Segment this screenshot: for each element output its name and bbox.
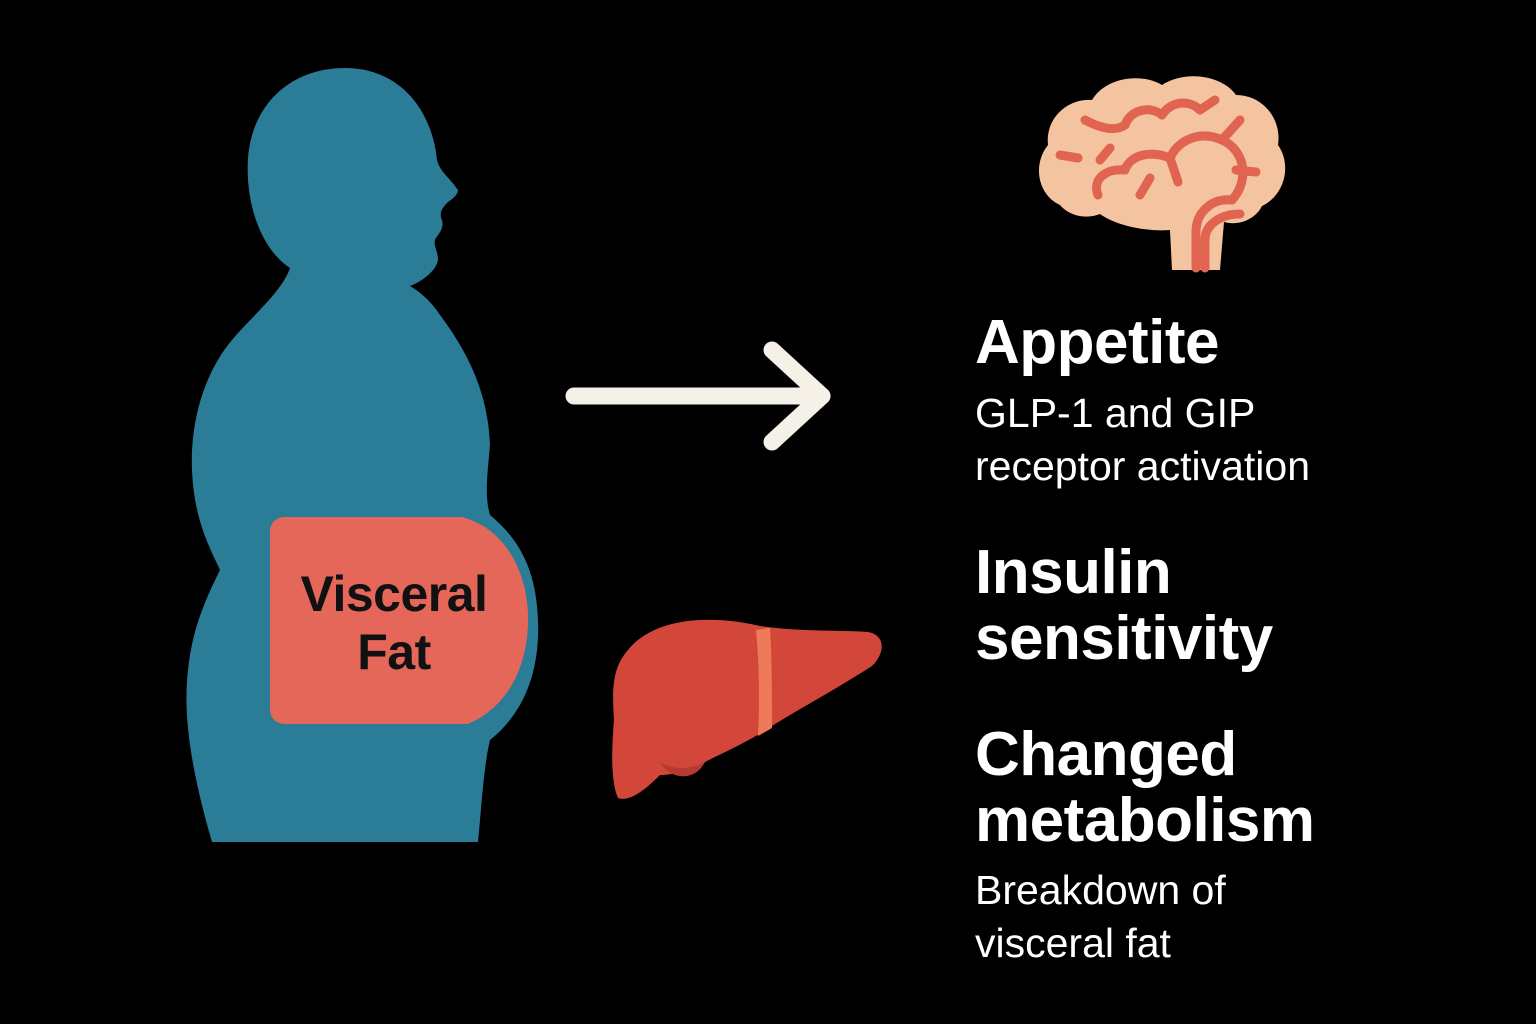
effect-metabolism-detail-line1: Breakdown of [975, 867, 1226, 913]
effect-appetite-detail-line1: GLP-1 and GIP [975, 390, 1256, 436]
effect-metabolism-title: Changed metabolism [975, 722, 1315, 854]
effect-insulin-title: Insulin sensitivity [975, 540, 1273, 672]
effect-metabolism-title-line1: Changed [975, 720, 1237, 789]
effect-appetite-detail-line2: receptor activation [975, 443, 1311, 489]
liver-icon [612, 619, 882, 799]
arrow-right-icon [565, 341, 831, 451]
visceral-fat-region [270, 517, 529, 724]
brain-icon [1038, 76, 1286, 273]
effect-appetite-detail: GLP-1 and GIP receptor activation [975, 387, 1310, 493]
visceral-fat-label: Visceral Fat [270, 565, 518, 681]
effect-insulin-title-line2: sensitivity [975, 604, 1273, 673]
effect-appetite-title-line1: Appetite [975, 308, 1220, 377]
effect-metabolism-detail: Breakdown of visceral fat [975, 864, 1226, 970]
effect-insulin-title-line1: Insulin [975, 538, 1172, 607]
effect-metabolism-title-line2: metabolism [975, 786, 1315, 855]
effect-appetite-title: Appetite [975, 308, 1220, 377]
human-silhouette-icon [186, 68, 539, 842]
effect-metabolism-detail-line2: visceral fat [975, 920, 1171, 966]
visceral-fat-label-line1: Visceral [300, 566, 488, 622]
visceral-fat-label-line2: Fat [357, 624, 431, 680]
